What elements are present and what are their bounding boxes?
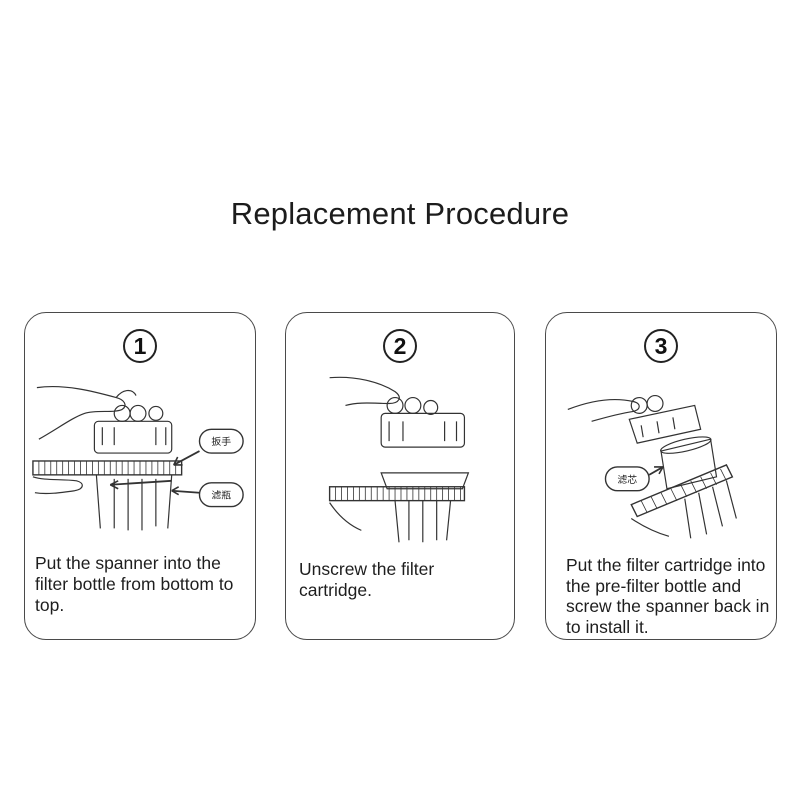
- step-2-caption: Unscrew the filter cartridge.: [299, 559, 435, 600]
- step-number-3: 3: [644, 329, 678, 363]
- step-1-illustration: 扳手 滤瓶: [32, 385, 244, 531]
- label-filter-cartridge: 滤芯: [617, 473, 637, 486]
- step-card-1: 1 扳手 滤瓶: [24, 312, 256, 640]
- step-card-3: 3 滤芯 Put the filter cartridge into the p…: [545, 312, 777, 640]
- step-2-illustration: [328, 376, 470, 543]
- step-card-2: 2 Unscrew the filter cartridge.: [285, 312, 515, 640]
- step-3-illustration: 滤芯: [567, 394, 737, 539]
- step-1-caption: Put the spanner into the filter bottle f…: [35, 553, 234, 615]
- step-number-1: 1: [123, 329, 157, 363]
- label-spanner: 扳手: [211, 435, 231, 448]
- step-3-caption: Put the filter cartridge into the pre-fi…: [566, 555, 770, 637]
- label-filter-bottle: 滤瓶: [211, 489, 231, 502]
- page-title: Replacement Procedure: [230, 196, 570, 231]
- step-number-2: 2: [383, 329, 417, 363]
